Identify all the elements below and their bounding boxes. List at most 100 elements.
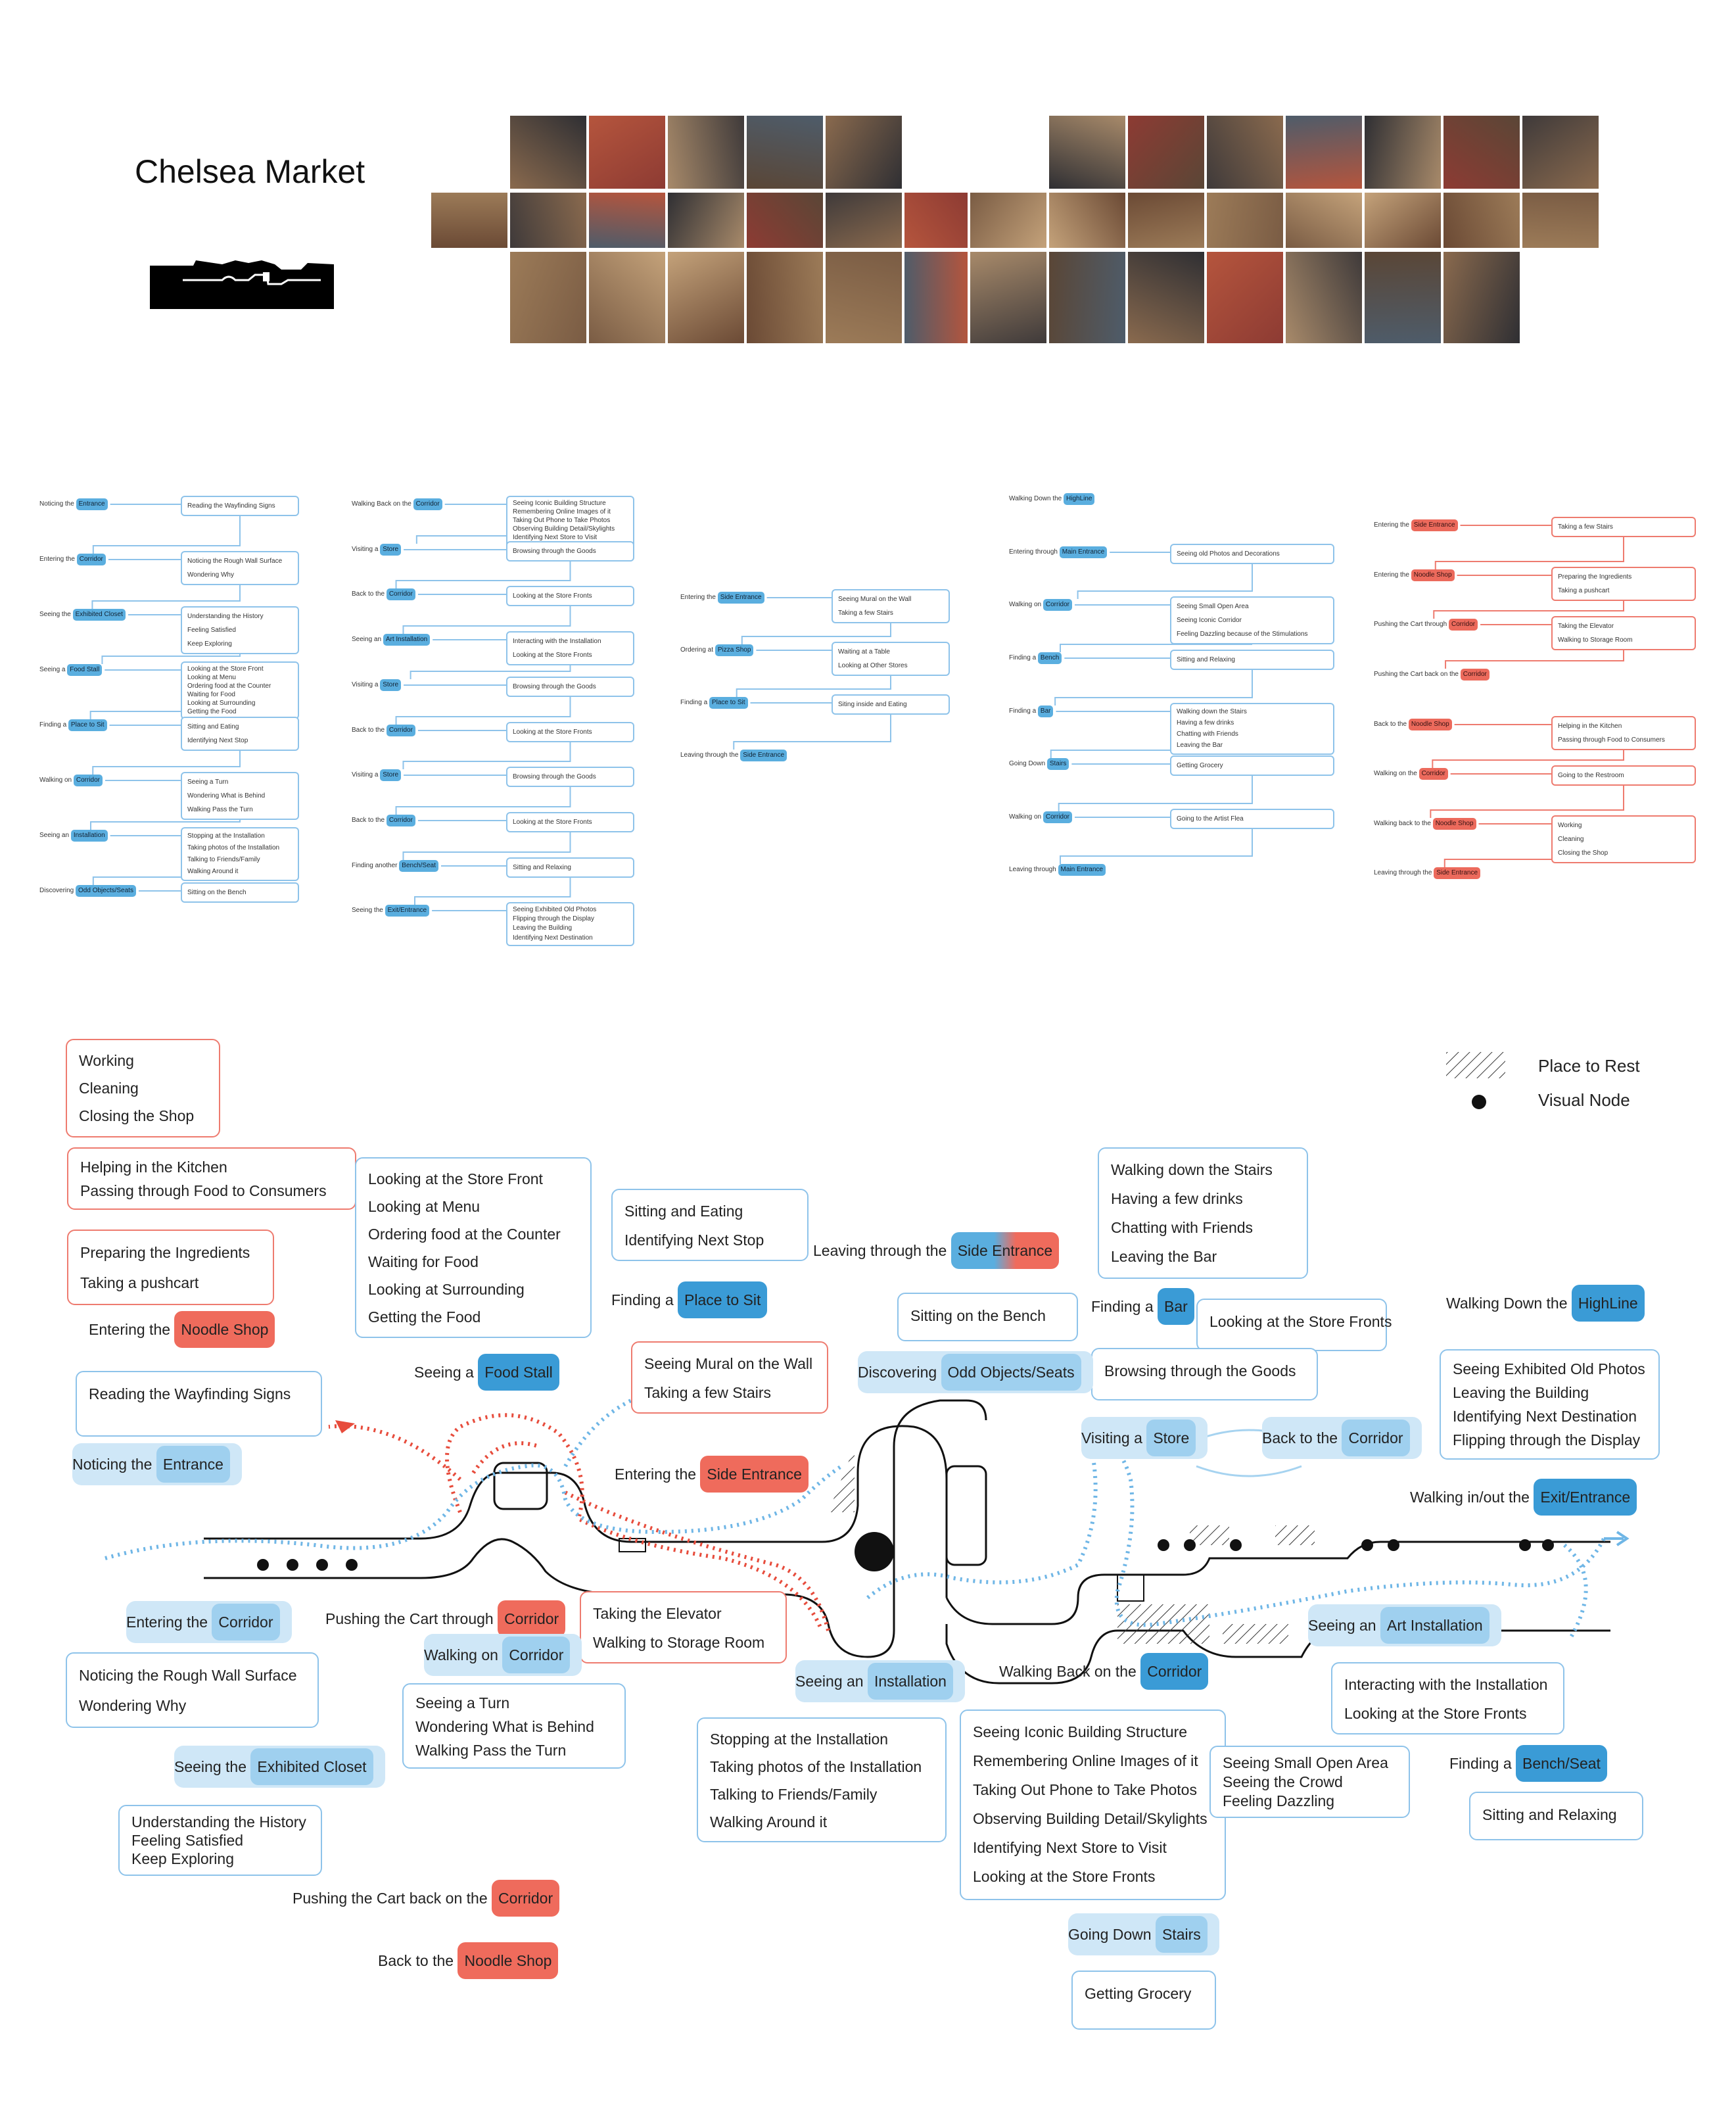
map-detail-line: Leaving the Building	[1453, 1384, 1589, 1401]
flow-step-text: Entering the	[1374, 521, 1411, 529]
flow-step-c4-7: Leaving through Main Entrance	[1009, 864, 1106, 876]
flow-detail-line: Getting Grocery	[1177, 762, 1223, 769]
map-detail-line: Identifying Next Stop	[624, 1231, 764, 1249]
map-label-text: Entering the	[126, 1614, 212, 1631]
flow-step-highlight: Installation	[70, 830, 108, 842]
photo-tile	[509, 115, 587, 189]
flow-step-c4-2: Walking on Corridor	[1009, 599, 1072, 611]
flow-step-text: Seeing a	[39, 666, 68, 673]
flow-step-highlight: Food Stall	[67, 664, 103, 676]
map-label-text: Going Down	[1068, 1926, 1156, 1943]
flow-detail-line: Flipping through the Display	[513, 915, 594, 923]
photo-tile	[825, 251, 903, 344]
flow-step-highlight: Side Entrance	[740, 750, 787, 761]
flow-step-c1-1: Entering the Corridor	[39, 554, 106, 565]
flow-step-c2-3: Seeing an Art Installation	[352, 634, 431, 646]
photo-tile	[588, 192, 666, 249]
flow-detail-box: Sitting on the Bench	[181, 882, 299, 903]
flow-step-highlight: Stairs	[1046, 758, 1069, 770]
photo-tile	[1285, 251, 1363, 344]
flow-step-text: Entering the	[680, 594, 718, 601]
flow-arrow	[1077, 564, 1253, 599]
map-location-label: Going Down Stairs	[1068, 1913, 1219, 1955]
flow-detail-line: Wondering Why	[187, 571, 234, 579]
flow-step-text: Leaving through the	[680, 752, 741, 759]
flow-detail-box: Taking a few Stairs	[1551, 517, 1696, 537]
flow-detail-line: Looking at the Store Fronts	[513, 592, 592, 600]
map-detail-line: Taking a pushcart	[80, 1274, 199, 1291]
flow-detail-line: Understanding the History	[187, 613, 264, 620]
flow-detail-line: Looking at Menu	[187, 674, 236, 681]
flow-step-highlight: Bench	[1037, 652, 1062, 664]
flow-step-c2-5: Back to the Corridor	[352, 725, 415, 736]
map-detail-line: Leaving the Bar	[1111, 1248, 1217, 1265]
flow-detail-box: Getting Grocery	[1170, 755, 1334, 776]
legend-node-label: Visual Node	[1538, 1090, 1630, 1110]
map-detail-line: Wondering What is Behind	[415, 1718, 594, 1735]
flow-arrow	[736, 676, 891, 697]
flow-step-highlight: Store	[380, 769, 402, 781]
map-location-label: Walking Down the HighLine	[1446, 1282, 1656, 1324]
flow-step-c5-2: Pushing the Cart through Corridor	[1374, 619, 1478, 631]
flow-detail-line: Working	[1558, 822, 1582, 829]
flow-step-highlight: Corridor	[386, 588, 415, 600]
flow-step-text: Back to the	[352, 727, 387, 734]
flow-detail-line: Waiting for Food	[187, 691, 235, 698]
photo-tile	[746, 251, 824, 344]
map-detail-line: Looking at Surrounding	[368, 1281, 525, 1298]
flow-step-text: Going Down	[1009, 760, 1047, 767]
flow-detail-line: Chatting with Friends	[1177, 730, 1238, 738]
map-detail-line: Taking Out Phone to Take Photos	[973, 1781, 1197, 1798]
map-location-label: Back to the Noodle Shop	[378, 1940, 570, 1982]
flow-step-text: Entering the	[1374, 571, 1411, 579]
map-label-text: Noticing the	[72, 1456, 156, 1473]
flow-arrow	[1445, 650, 1624, 669]
map-detail-line: Looking at the Store Front	[368, 1170, 543, 1187]
map-label-text: Pushing the Cart back on the	[293, 1890, 492, 1907]
flow-step-text: Back to the	[352, 590, 387, 598]
flow-detail-line: Going to the Artist Flea	[1177, 815, 1244, 823]
flow-step-highlight: Bench/Seat	[399, 860, 438, 872]
photo-tile	[970, 192, 1047, 249]
flow-step-text: Discovering	[39, 887, 76, 894]
flow-detail-box: Going to the Restroom	[1551, 765, 1696, 786]
flow-detail-box: Seeing old Photos and Decorations	[1170, 544, 1334, 564]
flow-step-highlight: Noodle Shop	[1432, 818, 1476, 830]
map-detail-line: Sitting and Relaxing	[1482, 1806, 1617, 1823]
map-label-highlight: Art Installation	[1380, 1607, 1490, 1644]
flow-step-c3-0: Entering the Side Entrance	[680, 592, 764, 604]
map-detail-line: Waiting for Food	[368, 1253, 479, 1270]
flow-step-highlight: Main Entrance	[1059, 546, 1108, 558]
photo-tile	[1206, 115, 1284, 189]
map-detail-line: Walking down the Stairs	[1111, 1161, 1273, 1178]
map-detail-box: Looking at the Store Fronts	[1196, 1299, 1392, 1351]
flow-step-c2-0: Walking Back on the Corridor	[352, 498, 442, 510]
photo-tile	[746, 115, 824, 189]
map-detail-line: Seeing Mural on the Wall	[644, 1355, 813, 1372]
map-location-label: Finding a Place to Sit	[611, 1279, 779, 1321]
flow-detail-line: Siting inside and Eating	[838, 701, 907, 708]
map-detail-line: Taking photos of the Installation	[710, 1758, 922, 1775]
flow-step-highlight: Corridor	[1448, 619, 1478, 631]
flow-step-c2-4: Visiting a Store	[352, 679, 402, 691]
flow-detail-line: Seeing Iconic Corridor	[1177, 617, 1242, 624]
map-label-highlight: Corridor	[1140, 1653, 1209, 1690]
map-detail-box: Getting Grocery	[1071, 1971, 1216, 2030]
photo-tile	[1522, 115, 1599, 189]
flow-step-text: Finding another	[352, 862, 400, 869]
flow-detail-line: Sitting and Relaxing	[1177, 656, 1235, 663]
flow-step-c4-0: Walking Down the HighLine	[1009, 493, 1095, 505]
flow-step-highlight: Store	[380, 544, 402, 556]
flow-step-c2-6: Visiting a Store	[352, 769, 402, 781]
